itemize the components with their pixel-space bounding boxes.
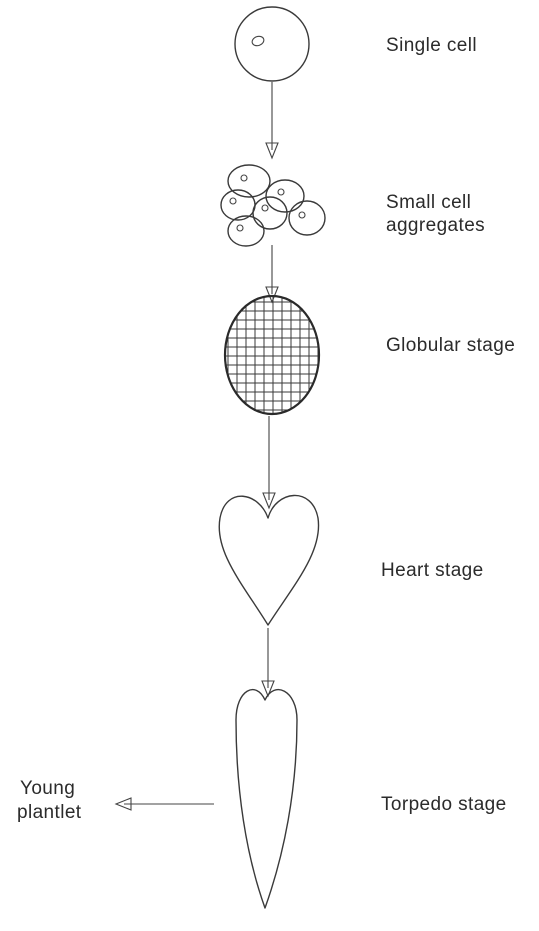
arrow-aggregates-to-globular bbox=[266, 245, 278, 302]
small-cell-label: Small cell bbox=[386, 190, 471, 215]
arrow-globular-to-heart bbox=[263, 416, 275, 508]
single-cell-label: Single cell bbox=[386, 33, 477, 58]
arrow-single-to-aggregates bbox=[266, 82, 278, 158]
young-label: Young bbox=[20, 776, 75, 801]
torpedo-stage-label: Torpedo stage bbox=[381, 792, 507, 817]
arrow-heart-to-torpedo bbox=[262, 628, 274, 696]
torpedo-embryo-drawing bbox=[236, 690, 297, 908]
cell-aggregate-drawing bbox=[221, 165, 325, 246]
heart-stage-label: Heart stage bbox=[381, 558, 484, 583]
single-cell-drawing bbox=[235, 7, 309, 81]
nucleus-icon bbox=[251, 35, 265, 48]
plantlet-label: plantlet bbox=[17, 800, 81, 825]
arrow-torpedo-to-plantlet bbox=[116, 798, 214, 810]
aggregates-label: aggregates bbox=[386, 213, 485, 238]
heart-embryo-drawing bbox=[219, 495, 318, 625]
globular-stage-label: Globular stage bbox=[386, 333, 515, 358]
globular-embryo-drawing bbox=[210, 290, 334, 420]
